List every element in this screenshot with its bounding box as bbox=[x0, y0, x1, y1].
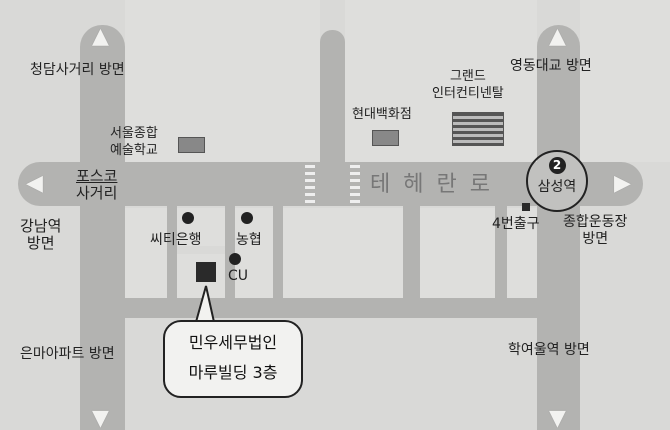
label-cu: CU bbox=[228, 268, 249, 284]
department-store-building-icon bbox=[372, 130, 399, 146]
city-block bbox=[235, 208, 273, 298]
nonghyup-marker bbox=[241, 212, 253, 224]
label-line: 포스코 bbox=[76, 167, 118, 185]
citibank-marker bbox=[182, 212, 194, 224]
label-nonghyup: 농협 bbox=[236, 232, 262, 248]
crosswalk bbox=[305, 165, 315, 203]
city-block bbox=[507, 208, 537, 298]
art-school-building-icon bbox=[178, 137, 205, 153]
arrow-up-icon: ▲ bbox=[549, 24, 566, 49]
label-line: 방면 bbox=[26, 234, 55, 252]
label-line: 인터컨티넨탈 bbox=[432, 86, 504, 101]
label-cheongdam-direction: 청담사거리 방면 bbox=[30, 62, 125, 78]
side-street bbox=[225, 206, 235, 298]
label-yeongdong-direction: 영동대교 방면 bbox=[510, 58, 592, 74]
side-street bbox=[403, 206, 420, 298]
destination-name: 민우세무법인 bbox=[188, 333, 278, 352]
label-line: 예술학교 bbox=[110, 143, 158, 158]
city-block bbox=[580, 0, 670, 162]
station-name: 삼성역 bbox=[537, 179, 577, 195]
destination-building-marker bbox=[196, 262, 216, 282]
road-right-vertical bbox=[537, 25, 580, 430]
city-block bbox=[420, 208, 495, 298]
cu-marker bbox=[229, 253, 241, 265]
side-street bbox=[167, 206, 177, 298]
arrow-left-icon: ◀ bbox=[26, 171, 43, 196]
label-line: 방면 bbox=[582, 231, 609, 247]
arrow-down-icon: ▼ bbox=[549, 406, 566, 430]
label-hyundai: 현대백화점 bbox=[352, 107, 412, 122]
road-lower-horizontal bbox=[100, 298, 580, 318]
label-eunma-direction: 은마아파트 방면 bbox=[20, 346, 115, 362]
exit-4-marker bbox=[522, 203, 530, 211]
label-line: 사거리 bbox=[76, 184, 118, 202]
line-2-badge: 2 bbox=[548, 157, 566, 174]
side-street bbox=[495, 206, 507, 298]
city-block bbox=[125, 208, 167, 298]
label-line: 그랜드 bbox=[449, 69, 486, 84]
arrow-up-icon: ▲ bbox=[92, 24, 109, 49]
destination-floor: 마루빌딩 3층 bbox=[188, 363, 278, 382]
label-hagyeoul-direction: 학여울역 방면 bbox=[508, 342, 590, 358]
destination-callout: 민우세무법인 마루빌딩 3층 bbox=[163, 320, 303, 398]
arrow-down-icon: ▼ bbox=[92, 406, 109, 430]
city-block bbox=[125, 0, 320, 162]
samseong-station-marker: 2 삼성역 bbox=[526, 150, 588, 212]
side-street bbox=[273, 206, 283, 298]
road-left-vertical bbox=[80, 25, 125, 430]
label-line: 강남역 bbox=[20, 217, 62, 235]
road-middle-vertical bbox=[320, 30, 345, 170]
label-teheran-road: 테 헤 란 로 bbox=[370, 172, 493, 197]
label-citibank: 씨티은행 bbox=[150, 232, 202, 248]
label-exit-4: 4번출구 bbox=[492, 216, 540, 232]
city-block bbox=[283, 208, 403, 298]
label-line: 종합운동장 bbox=[563, 214, 628, 230]
crosswalk bbox=[350, 165, 360, 203]
label-line: 서울종합 bbox=[110, 126, 158, 141]
arrow-right-icon: ▶ bbox=[614, 171, 631, 196]
hotel-building-icon bbox=[452, 112, 504, 146]
